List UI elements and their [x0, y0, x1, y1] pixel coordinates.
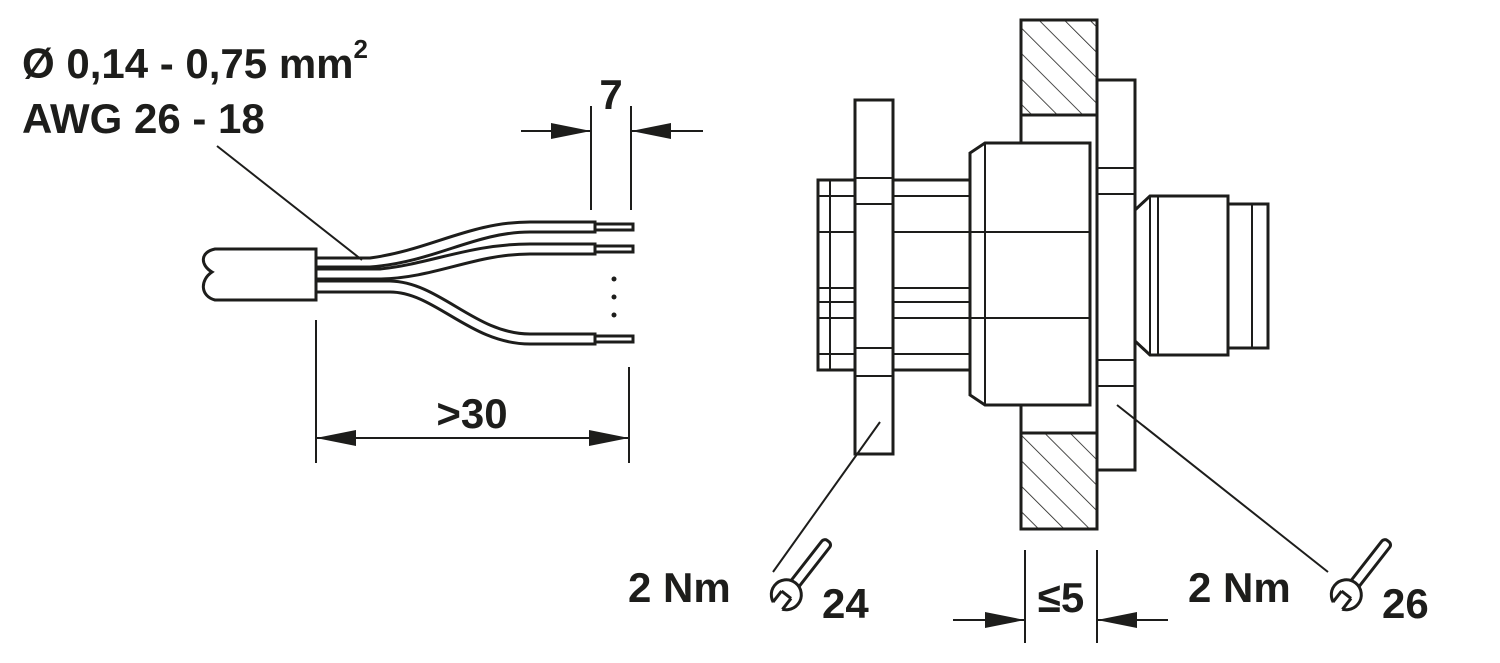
right-wrench-size-label: 26	[1382, 580, 1429, 627]
front-plug	[1133, 194, 1230, 357]
panel-wall	[1019, 18, 1099, 531]
cable-jacket	[201, 247, 318, 302]
front-flange-nut	[1095, 78, 1137, 472]
panel-thickness-dimension	[953, 550, 1168, 643]
connector-drawing	[772, 18, 1329, 573]
wrench-icon	[1329, 538, 1392, 615]
wrench-icon	[769, 538, 832, 615]
front-nut-leader	[1116, 404, 1329, 573]
conductor-3	[593, 334, 635, 344]
wire-3	[314, 279, 597, 346]
cable-length-label: >30	[436, 390, 507, 437]
left-lock-nut	[853, 98, 895, 456]
front-plug-tip	[1226, 202, 1270, 350]
wire-2	[314, 242, 597, 281]
wire-leader-line	[216, 145, 363, 261]
cable-drawing	[201, 145, 635, 346]
left-wrench-size-label: 24	[822, 580, 869, 627]
hex-body	[968, 141, 1092, 407]
left-torque-label: 2 Nm	[628, 564, 731, 611]
left-nut-leader	[772, 421, 881, 573]
more-wires-dots	[611, 276, 617, 318]
wire-diameter-text: Ø 0,14 - 0,75 mm	[22, 40, 354, 87]
panel-thickness-label: ≤5	[1038, 574, 1084, 621]
wire-diameter-superscript: 2	[354, 34, 368, 64]
conductor-2	[593, 244, 635, 254]
wire-1	[314, 220, 597, 269]
awg-label: AWG 26 - 18	[22, 95, 265, 142]
conductor-1	[593, 222, 635, 232]
strip-length-label: 7	[599, 71, 622, 118]
right-torque-label: 2 Nm	[1188, 564, 1291, 611]
wire-diameter-label: Ø 0,14 - 0,75 mm2	[22, 34, 368, 87]
length-dimension	[315, 320, 630, 463]
strip-length-dimension	[521, 106, 703, 210]
